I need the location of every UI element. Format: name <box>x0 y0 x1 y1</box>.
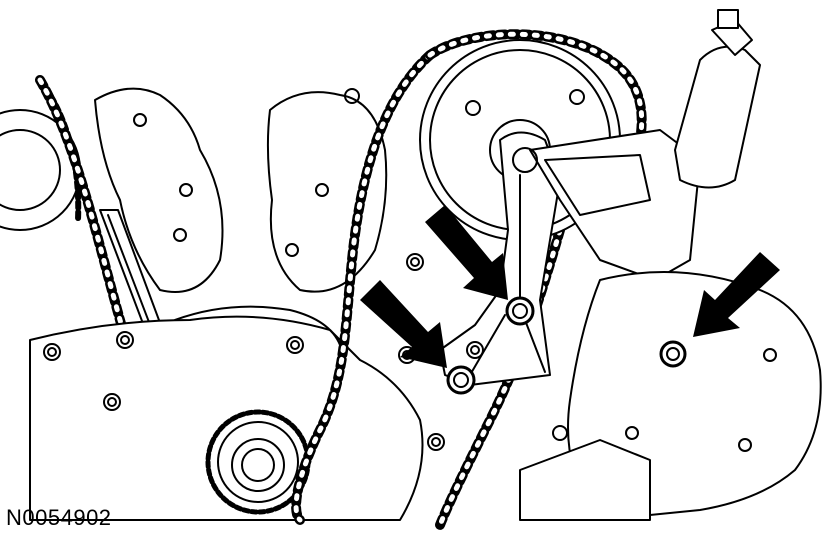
callout-arrow-upper <box>425 205 508 300</box>
figure-id-label: N0054902 <box>6 505 112 530</box>
left-cylinder-head <box>94 87 224 293</box>
highlighted-bolt-lower <box>446 365 476 395</box>
chain-tensioner-bracket <box>439 131 561 386</box>
highlighted-bolt-upper <box>505 296 535 326</box>
cam-phaser-solenoid <box>674 9 761 189</box>
callout-arrow-lower <box>360 280 447 368</box>
center-casting <box>266 88 388 293</box>
hydraulic-tensioner-arm <box>512 129 701 281</box>
callout-arrow-right <box>693 252 780 337</box>
engine-block-lower <box>29 305 424 521</box>
right-timing-chain <box>291 29 647 530</box>
highlighted-bolt-right <box>659 340 687 368</box>
right-front-cover <box>519 271 822 521</box>
